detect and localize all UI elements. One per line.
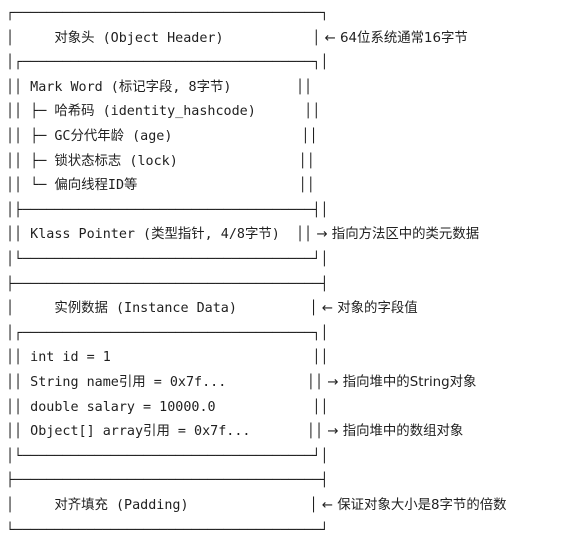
diagram-annotation: ← 保证对象大小是8字节的倍数: [317, 498, 507, 513]
diagram-line: ││ ├─ GC分代年龄 (age) ││: [6, 125, 318, 150]
diagram-line: ││ int id = 1 ││: [6, 346, 328, 371]
diagram-annotation: → 指向堆中的String对象: [323, 375, 477, 390]
diagram-line-text: │ 实例数据 (Instance Data) │: [6, 301, 318, 317]
diagram-line-text: │ 对象头 (Object Header) │: [6, 30, 321, 46]
diagram-line: │┌────────────────────────────────────┐│: [6, 51, 328, 76]
diagram-line-text: │├────────────────────────────────────┤│: [6, 202, 329, 218]
diagram-line-text: │ 对齐填充 (Padding) │: [6, 498, 318, 513]
diagram-line: ││ Mark Word (标记字段, 8字节) ││: [6, 76, 312, 101]
diagram-line: │ 对齐填充 (Padding) │ ← 保证对象大小是8字节的倍数: [6, 494, 507, 519]
diagram-annotation: ← 64位系统通常16字节: [320, 30, 468, 46]
diagram-line: ││ ├─ 哈希码 (identity_hashcode) ││: [6, 100, 320, 125]
diagram-line: │┌────────────────────────────────────┐│: [6, 322, 328, 347]
diagram-line: ┌──────────────────────────────────────┐: [6, 2, 328, 27]
diagram-line: │ 对象头 (Object Header) │ ← 64位系统通常16字节: [6, 27, 468, 52]
diagram-line-text: │└────────────────────────────────────┘│: [6, 252, 329, 267]
diagram-line: │├────────────────────────────────────┤│: [6, 199, 328, 224]
diagram-line: ││ Object[] array引用 = 0x7f... ││ → 指向堆中的…: [6, 420, 463, 445]
diagram-line: │└────────────────────────────────────┘│: [6, 445, 328, 470]
diagram-line: │└────────────────────────────────────┘│: [6, 248, 328, 273]
diagram-line: ├──────────────────────────────────────┤: [6, 469, 328, 494]
diagram-line-text: ││ double salary = 10000.0 ││: [6, 399, 329, 415]
diagram-line-text: ││ Object[] array引用 = 0x7f... ││: [6, 424, 324, 440]
diagram-line-text: ││ ├─ 锁状态标志 (lock) ││: [6, 153, 315, 169]
diagram-line: ││ String name引用 = 0x7f... ││ → 指向堆中的Str…: [6, 371, 476, 396]
diagram-line-text: │┌────────────────────────────────────┐│: [6, 325, 329, 341]
diagram-line-text: ││ int id = 1 ││: [6, 350, 329, 366]
diagram-line-text: ││ Klass Pointer (类型指针, 4/8字节) ││: [6, 227, 313, 243]
diagram-line-text: ││ String name引用 = 0x7f... ││: [6, 375, 324, 390]
diagram-line: │ 实例数据 (Instance Data) │ ← 对象的字段值: [6, 297, 418, 322]
diagram-annotation: → 指向方法区中的类元数据: [312, 227, 480, 243]
diagram-line: ││ Klass Pointer (类型指针, 4/8字节) ││ → 指向方法…: [6, 223, 479, 248]
diagram-line-text: │┌────────────────────────────────────┐│: [6, 55, 329, 71]
diagram-line-text: ││ └─ 偏向线程ID等 ││: [6, 178, 315, 194]
diagram-line-text: ││ Mark Word (标记字段, 8字节) ││: [6, 79, 313, 95]
diagram-line: ││ ├─ 锁状态标志 (lock) ││: [6, 150, 315, 175]
diagram-line-text: └──────────────────────────────────────┘: [6, 522, 329, 538]
diagram-line: └──────────────────────────────────────┘: [6, 519, 328, 544]
diagram-line-text: ┌──────────────────────────────────────┐: [6, 6, 329, 21]
diagram-line: ││ double salary = 10000.0 ││: [6, 396, 328, 421]
diagram-line-text: ├──────────────────────────────────────┤: [6, 276, 329, 292]
diagram-annotation: → 指向堆中的数组对象: [323, 424, 464, 440]
diagram-line-text: ├──────────────────────────────────────┤: [6, 473, 329, 489]
diagram-line-text: ││ ├─ GC分代年龄 (age) ││: [6, 129, 318, 144]
diagram-line: ││ └─ 偏向线程ID等 ││: [6, 174, 315, 199]
diagram-annotation: ← 对象的字段值: [317, 301, 418, 317]
diagram-line-text: │└────────────────────────────────────┘│: [6, 448, 329, 464]
diagram-line-text: ││ ├─ 哈希码 (identity_hashcode) ││: [6, 104, 321, 120]
diagram-line: ├──────────────────────────────────────┤: [6, 273, 328, 298]
